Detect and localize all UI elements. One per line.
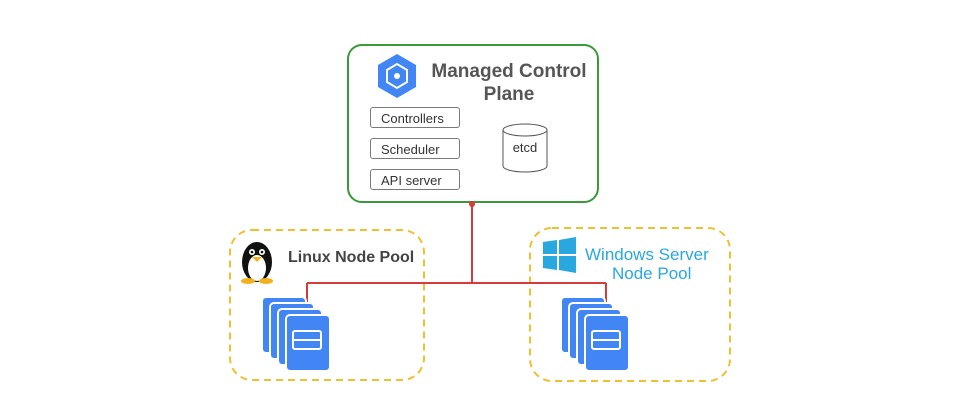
controllers-component: Controllers bbox=[370, 107, 460, 128]
linux-tux-icon bbox=[241, 242, 273, 284]
linux-pool-box bbox=[229, 229, 425, 381]
etcd-cylinder-icon bbox=[502, 123, 548, 173]
api-server-component: API server bbox=[370, 169, 460, 190]
windows-node-stack bbox=[560, 296, 630, 372]
control-plane-title: Managed Control Plane bbox=[431, 61, 587, 105]
gke-icon bbox=[378, 54, 416, 98]
etcd-label: etcd bbox=[512, 140, 538, 155]
windows-logo-icon bbox=[543, 237, 576, 273]
scheduler-component: Scheduler bbox=[370, 138, 460, 159]
windows-pool-title-line2: Node Pool bbox=[612, 264, 692, 283]
windows-pool-box bbox=[529, 227, 731, 382]
windows-pool-title-line1: Windows Server bbox=[585, 245, 709, 264]
node-icon bbox=[261, 296, 331, 372]
node-icon bbox=[560, 296, 630, 372]
linux-node-stack bbox=[261, 296, 331, 372]
connector-endpoint bbox=[469, 201, 475, 207]
linux-pool-title: Linux Node Pool bbox=[288, 249, 415, 266]
